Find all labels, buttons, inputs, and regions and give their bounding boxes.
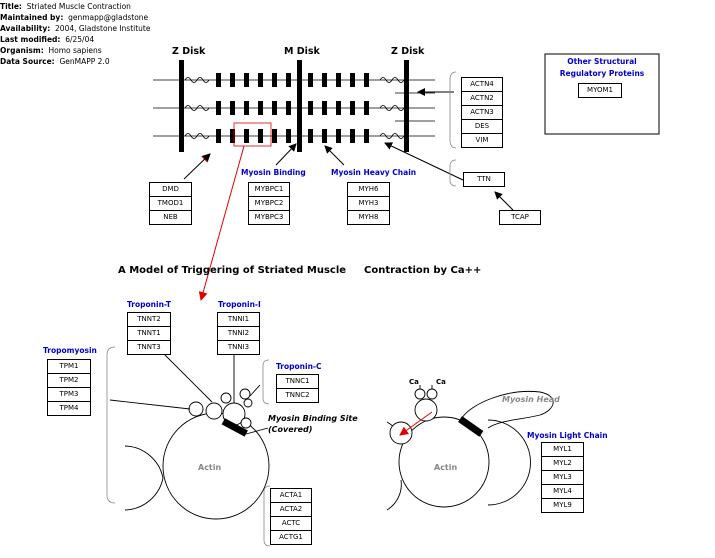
gene-box[interactable]: TNNC2 (276, 388, 319, 403)
troponin-c-label: Troponin-C (276, 362, 322, 371)
myosin-head-label: Myosin Head (502, 395, 560, 404)
troponin-i-label: Troponin-I (218, 300, 261, 309)
gene-box-ttn[interactable]: TTN (463, 172, 505, 187)
info-block: Title: Striated Muscle Contraction Maint… (0, 2, 151, 66)
myosin-head-outline (461, 390, 554, 429)
myosin-heavy-label: Myosin Heavy Chain (331, 168, 417, 177)
z-disk-right-label: Z Disk (391, 46, 425, 57)
tropomyosin-label: Tropomyosin (43, 346, 97, 355)
other-structural-label-2: Regulatory Proteins (559, 69, 645, 78)
myosin-binding-gene-list: MYBPC1 MYBPC2 MYBPC3 (248, 182, 290, 225)
z-disk-right (404, 60, 409, 152)
m-disk (297, 60, 302, 152)
troponin-t-label: Troponin-T (127, 300, 172, 309)
model-title-right: Contraction by Ca++ (364, 265, 482, 276)
gene-box[interactable]: TNNT1 (127, 326, 171, 341)
m-disk-label: M Disk (284, 46, 320, 57)
actinin-gene-list: ACTN4 ACTN2 ACTN3 DES VIM (461, 77, 503, 148)
gene-box[interactable]: MYH8 (347, 210, 390, 225)
gene-box[interactable]: MYL2 (541, 456, 584, 471)
binding-site-bar-left (221, 418, 248, 437)
gene-box[interactable]: ACTN3 (461, 105, 503, 120)
gene-box[interactable]: MYH3 (347, 196, 390, 211)
binding-site-bar-right (458, 416, 484, 437)
gene-box[interactable]: MYL1 (541, 442, 584, 457)
braces-lower (106, 346, 271, 547)
gene-box[interactable]: TPM3 (47, 387, 91, 402)
info-title: Striated Muscle Contraction (26, 2, 131, 11)
actin-filaments (153, 79, 435, 137)
gene-box[interactable]: MYH6 (347, 182, 390, 197)
info-availability: 2004, Gladstone Institute (55, 24, 151, 33)
actin-label-left: Actin (198, 463, 222, 472)
gene-box-myom1[interactable]: MYOM1 (578, 83, 622, 98)
info-maintainer: genmapp@gladstone (68, 13, 149, 22)
gene-box[interactable]: TMOD1 (149, 196, 192, 211)
gene-box[interactable]: ACTN2 (461, 91, 503, 106)
actin-label-right: Actin (434, 463, 458, 472)
gene-box[interactable]: TNNI1 (217, 312, 260, 327)
model-title-left: A Model of Triggering of Striated Muscle (118, 265, 347, 276)
gene-box[interactable]: TPM2 (47, 373, 91, 388)
actin-circle-right (398, 416, 490, 508)
actin-gene-list: ACTA1 ACTA2 ACTC ACTG1 (270, 488, 312, 545)
tropomyosin-gene-list: TPM1 TPM2 TPM3 TPM4 (47, 359, 91, 416)
myosin-light-label: Myosin Light Chain (527, 431, 608, 440)
gene-box[interactable]: TPM1 (47, 359, 91, 374)
gene-box[interactable]: ACTC (270, 516, 312, 531)
gene-box[interactable]: TNNT3 (127, 340, 171, 355)
gene-box[interactable]: DMD (149, 182, 192, 197)
myosin-heavy-gene-list: MYH6 MYH3 MYH8 (347, 182, 390, 225)
gene-box[interactable]: ACTA1 (270, 488, 312, 503)
troponin-c-gene-list: TNNC1 TNNC2 (276, 374, 319, 403)
gene-box[interactable]: TNNI3 (217, 340, 260, 355)
gene-box[interactable]: ACTN4 (461, 77, 503, 92)
calcium-label-1: Ca (409, 378, 419, 386)
gene-box[interactable]: DES (461, 119, 503, 134)
info-source: GenMAPP 2.0 (59, 57, 110, 66)
myosin-light-gene-list: MYL1 MYL2 MYL3 MYL4 MYL9 (541, 442, 584, 513)
binding-site-label-1: Myosin Binding Site (268, 414, 358, 423)
red-arrow (198, 145, 245, 301)
gene-box[interactable]: MYL9 (541, 498, 584, 513)
model-right (386, 385, 554, 511)
gene-box[interactable]: ACTG1 (270, 530, 312, 545)
gene-box[interactable]: TPM4 (47, 401, 91, 416)
gene-box[interactable]: ACTA2 (270, 502, 312, 517)
gene-box[interactable]: MYL3 (541, 470, 584, 485)
gene-box-tcap[interactable]: TCAP (499, 210, 541, 225)
gene-box[interactable]: TNNC1 (276, 374, 319, 389)
gene-box[interactable]: VIM (461, 133, 503, 148)
troponin-t-gene-list: TNNT2 TNNT1 TNNT3 (127, 312, 171, 355)
gene-box[interactable]: MYL4 (541, 484, 584, 499)
gene-box[interactable]: TNNI2 (217, 326, 260, 341)
gene-box[interactable]: MYBPC2 (248, 196, 290, 211)
z-disk-left-label: Z Disk (172, 46, 206, 57)
other-structural-frame (544, 53, 660, 135)
highlight-box (233, 122, 272, 147)
gene-box[interactable]: TNNT2 (127, 312, 171, 327)
other-structural-label-1: Other Structural (567, 57, 637, 66)
gene-box[interactable]: MYBPC3 (248, 210, 290, 225)
zdisk-gene-list: DMD TMOD1 NEB (149, 182, 192, 225)
z-disk-left (179, 60, 184, 152)
gene-box[interactable]: NEB (149, 210, 192, 225)
troponin-i-gene-list: TNNI1 TNNI2 TNNI3 (217, 312, 260, 355)
red-arrow-ca (399, 411, 433, 436)
gene-box[interactable]: MYBPC1 (248, 182, 290, 197)
titin-springs (184, 77, 405, 139)
calcium-label-2: Ca (436, 378, 446, 386)
myosin-binding-label: Myosin Binding (241, 168, 306, 177)
info-modified: 6/25/04 (65, 35, 95, 44)
binding-site-label-2: (Covered) (268, 425, 313, 434)
info-organism: Homo sapiens (48, 46, 102, 55)
myosin-bars (216, 73, 369, 143)
model-left (109, 352, 270, 520)
braces-top (449, 71, 457, 187)
